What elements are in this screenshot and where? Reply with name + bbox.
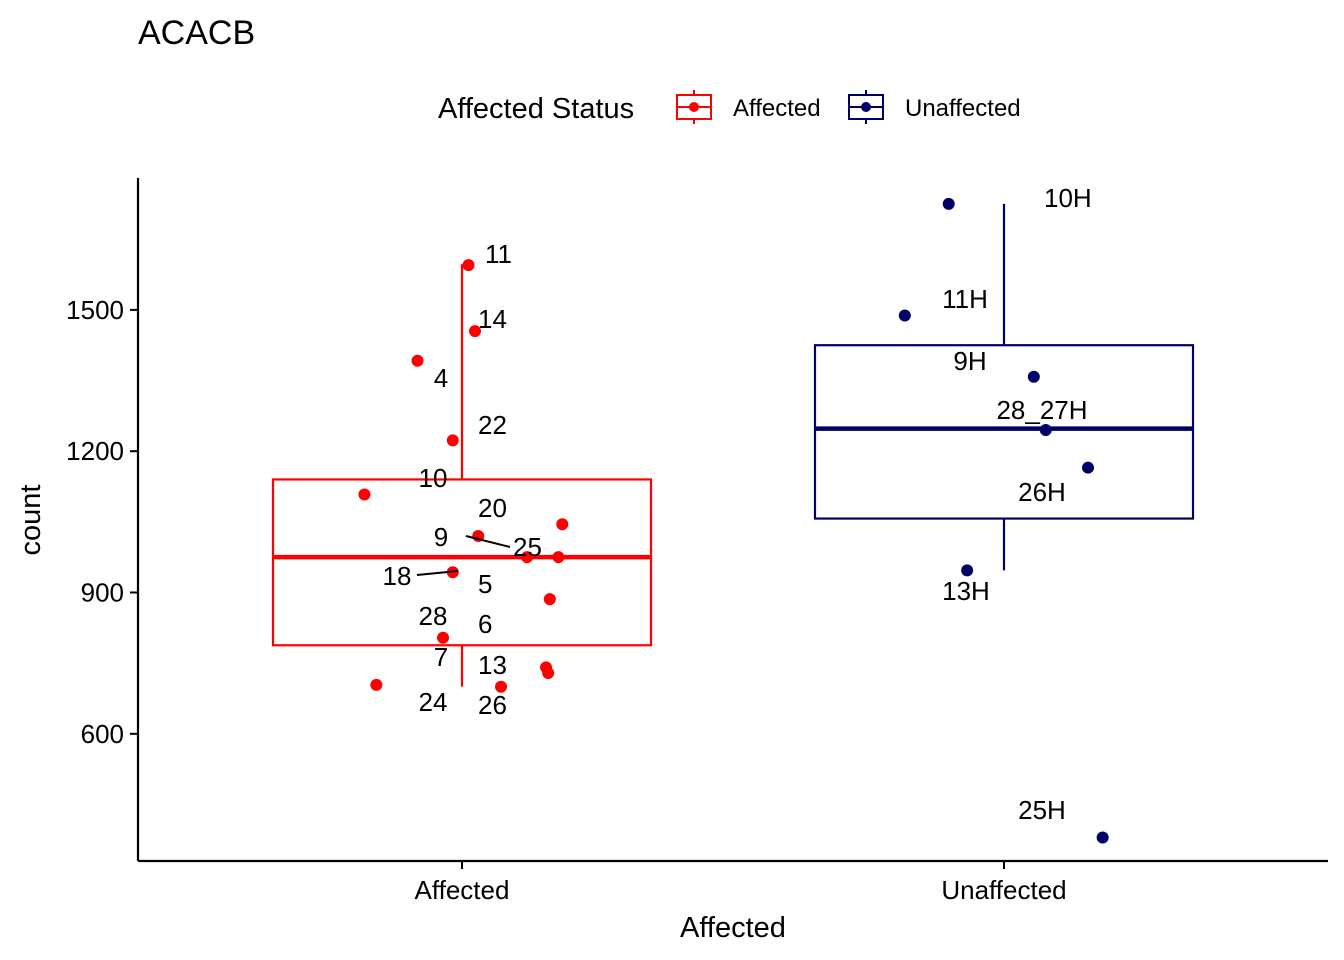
data-point — [1039, 424, 1052, 437]
data-point — [542, 667, 555, 680]
point-label: 28_27H — [996, 395, 1087, 425]
y-tick-label: 1500 — [66, 295, 124, 325]
data-point — [495, 680, 508, 693]
legend-title: Affected Status — [438, 93, 634, 125]
x-tick-label: Affected — [415, 875, 510, 905]
data-point — [898, 309, 911, 322]
point-label: 14 — [478, 304, 507, 334]
legend-key-point-affected — [689, 102, 699, 112]
data-point — [370, 678, 383, 691]
point-label: 28 — [419, 601, 448, 631]
label-leader-line — [416, 570, 459, 576]
point-label: 6 — [478, 609, 492, 639]
point-label: 9 — [434, 522, 448, 552]
data-point — [411, 354, 424, 367]
data-point — [961, 564, 974, 577]
data-point — [469, 325, 482, 338]
x-axis-title: Affected — [680, 912, 786, 944]
point-label: 7 — [434, 642, 448, 672]
point-label: 26H — [1018, 477, 1066, 507]
label-leader-line — [465, 535, 511, 548]
point-label: 10 — [419, 463, 448, 493]
data-point — [446, 434, 459, 447]
data-point — [543, 593, 556, 606]
data-point — [1082, 461, 1095, 474]
point-label: 11 — [485, 239, 512, 269]
point-label: 25H — [1018, 795, 1066, 825]
legend-key-point-unaffected — [861, 102, 871, 112]
y-tick-label: 600 — [81, 719, 124, 749]
data-point — [556, 518, 569, 531]
box-unaffected — [813, 344, 1195, 520]
legend-label-unaffected: Unaffected — [905, 95, 1021, 122]
chart-title: ACACB — [138, 14, 255, 52]
data-point — [462, 259, 475, 272]
point-label: 20 — [478, 493, 507, 523]
point-label: 13H — [942, 576, 990, 606]
data-point — [552, 551, 565, 564]
data-point — [358, 488, 371, 501]
point-label: 10H — [1044, 183, 1092, 213]
point-label: 18 — [383, 561, 412, 591]
legend-label-affected: Affected — [733, 95, 821, 122]
point-label: 4 — [434, 363, 448, 393]
data-point — [1027, 370, 1040, 383]
point-label: 24 — [419, 687, 448, 717]
y-tick-label: 1200 — [66, 436, 124, 466]
point-label: 25 — [513, 532, 542, 562]
legend: Affected Status Affected Unaffected — [438, 90, 1021, 125]
data-point — [1096, 831, 1109, 844]
box-affected — [271, 478, 653, 647]
point-label: 5 — [478, 569, 492, 599]
y-axis-title: count — [15, 485, 47, 556]
point-label: 9H — [953, 346, 986, 376]
y-tick-label: 900 — [81, 578, 124, 608]
data-point — [942, 197, 955, 210]
point-label: 22 — [478, 410, 507, 440]
data-point — [521, 551, 534, 564]
x-tick-label: Unaffected — [941, 875, 1066, 905]
point-label: 11H — [942, 284, 988, 314]
point-label: 13 — [478, 650, 507, 680]
point-label: 26 — [478, 690, 507, 720]
data-point — [437, 631, 450, 644]
